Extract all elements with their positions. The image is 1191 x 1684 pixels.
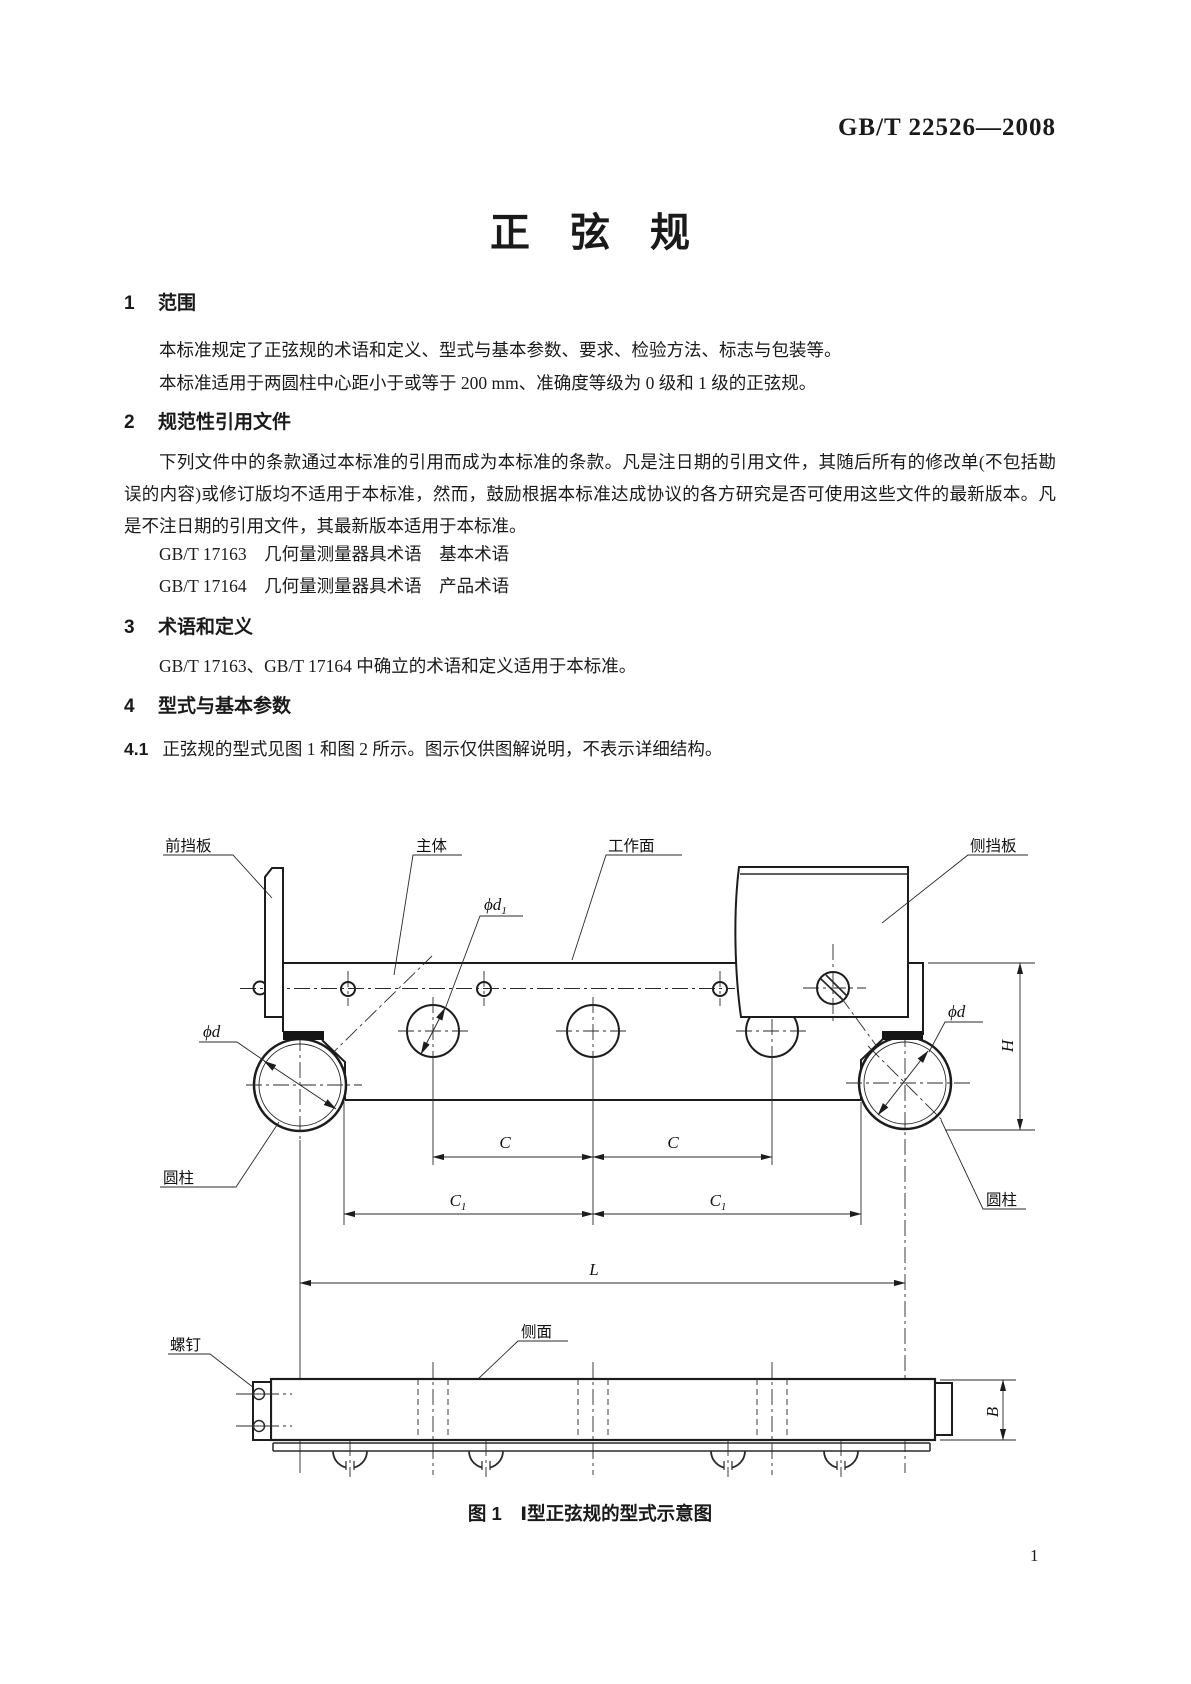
cylinder-clamp-caps xyxy=(283,1031,923,1040)
page-number: 1 xyxy=(1030,1546,1039,1565)
section-title: 范围 xyxy=(158,293,197,314)
label-body: 主体 xyxy=(416,837,448,855)
section-title: 型式与基本参数 xyxy=(158,696,292,717)
label-front-plate: 前挡板 xyxy=(165,837,212,855)
section-title: 规范性引用文件 xyxy=(158,412,292,433)
clause-text: 正弦规的型式见图 1 和图 2 所示。图示仅供图解说明，不表示详细结构。 xyxy=(162,739,723,759)
section-title: 术语和定义 xyxy=(158,617,254,638)
scope-paragraph-1: 本标准规定了正弦规的术语和定义、型式与基本参数、要求、检验方法、标志与包装等。 xyxy=(159,340,842,360)
dim-C-right: C xyxy=(667,1133,679,1152)
section-number: 3 xyxy=(124,617,135,638)
section-3-heading: 3 术语和定义 xyxy=(124,612,1056,639)
side-view: B xyxy=(236,1362,1016,1477)
standard-code-header: GB/T 22526—2008 xyxy=(837,114,1056,141)
reference-item-2: GB/T 17164 几何量测量器具术语 产品术语 xyxy=(159,576,510,596)
section-number: 4 xyxy=(124,696,135,717)
dim-C1-right: C1 xyxy=(710,1191,727,1213)
side-view-centerlines xyxy=(236,1362,842,1477)
dim-phi-d1: ϕd1 xyxy=(484,895,507,917)
diameter-dimension-lines xyxy=(263,1007,929,1116)
dim-H: H xyxy=(998,1038,1017,1053)
clause-4-1: 4.1 正弦规的型式见图 1 和图 2 所示。图示仅供图解说明，不表示详细结构。 xyxy=(124,733,1056,766)
clause-number: 4.1 xyxy=(124,739,149,759)
label-work-surface: 工作面 xyxy=(608,837,655,855)
side-view-relief-arcs xyxy=(332,1450,859,1470)
dimension-lines xyxy=(299,962,1024,1287)
front-plate-shape xyxy=(264,867,284,1018)
dim-L: L xyxy=(588,1260,598,1279)
section-number: 2 xyxy=(124,412,135,433)
section-1-heading: 1 范围 xyxy=(124,288,1056,315)
section-4-heading: 4 型式与基本参数 xyxy=(124,691,1056,718)
b-dimension xyxy=(940,1379,1016,1441)
label-side-plate: 侧挡板 xyxy=(970,837,1017,855)
document-title: 正 弦 规 xyxy=(490,210,690,255)
dim-phi-d-left: ϕd xyxy=(203,1022,221,1041)
reference-item-1: GB/T 17163 几何量测量器具术语 基本术语 xyxy=(159,544,510,564)
label-side-face: 侧面 xyxy=(521,1323,552,1341)
dim-C1-left: C1 xyxy=(450,1191,467,1213)
normative-references-intro: 下列文件中的条款通过本标准的引用而成为本标准的条款。凡是注日期的引用文件，其随后… xyxy=(124,452,1056,536)
terms-paragraph: GB/T 17163、GB/T 17164 中确立的术语和定义适用于本标准。 xyxy=(159,656,637,676)
scope-paragraph-2: 本标准适用于两圆柱中心距小于或等于 200 mm、准确度等级为 0 级和 1 级… xyxy=(159,373,817,393)
label-cylinder-right: 圆柱 xyxy=(986,1191,1017,1209)
figure-caption: 图 1 Ⅰ型正弦规的型式示意图 xyxy=(467,1503,713,1524)
label-screw: 螺钉 xyxy=(170,1336,201,1354)
section-2-heading: 2 规范性引用文件 xyxy=(124,407,1056,434)
screw-on-side-plate xyxy=(803,944,901,1079)
dim-phi-d-right: ϕd xyxy=(948,1002,966,1021)
callout-leaders xyxy=(160,854,1028,1389)
section-number: 1 xyxy=(124,293,135,314)
dim-B: B xyxy=(983,1406,1002,1417)
label-cylinder-left: 圆柱 xyxy=(163,1169,194,1187)
dim-C-left: C xyxy=(499,1133,511,1152)
side-plate-shape xyxy=(734,866,909,1018)
